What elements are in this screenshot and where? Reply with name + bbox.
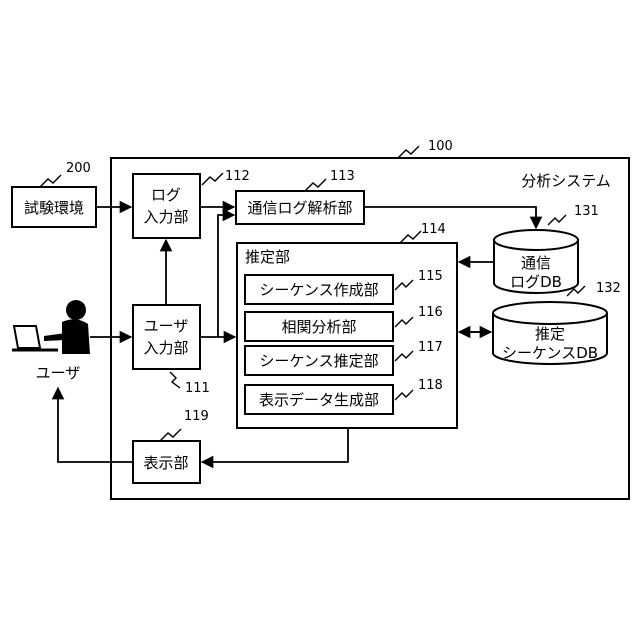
estimation-label: 推定部	[245, 248, 290, 266]
comm-log-db-label-1: 通信	[521, 254, 551, 272]
user-label: ユーザ	[36, 364, 81, 382]
ref-114: 114	[421, 222, 446, 237]
user-icon	[12, 300, 90, 354]
ref-112: 112	[225, 169, 250, 184]
ref-200: 200	[66, 161, 91, 176]
user-input-label-1: ユーザ	[144, 317, 189, 335]
ref-131: 131	[574, 204, 599, 219]
ref-leader-200	[40, 175, 61, 187]
sequence-creation-label: シーケンス作成部	[259, 281, 378, 299]
ref-116: 116	[418, 305, 443, 320]
display-label: 表示部	[143, 454, 188, 472]
log-input-label-2: 入力部	[143, 208, 188, 226]
display-data-label: 表示データ生成部	[259, 391, 379, 409]
ref-100: 100	[428, 139, 453, 154]
ref-111: 111	[185, 381, 210, 396]
comm-log-analysis-label: 通信ログ解析部	[247, 199, 352, 217]
sequence-db-label-2: シーケンスDB	[502, 344, 598, 362]
ref-113: 113	[330, 169, 355, 184]
correlation-label: 相関分析部	[281, 318, 356, 336]
comm-log-db-label-2: ログDB	[510, 273, 562, 291]
sequence-estimation-label: シーケンス推定部	[259, 352, 378, 370]
user-input-box	[133, 305, 200, 369]
ref-118: 118	[418, 378, 443, 393]
ref-119: 119	[184, 409, 209, 424]
test-environment-label: 試験環境	[24, 199, 84, 217]
ref-115: 115	[418, 269, 443, 284]
ref-117: 117	[418, 340, 443, 355]
ref-leader-100	[398, 146, 419, 158]
sequence-db-label-1: 推定	[535, 325, 565, 343]
ref-132: 132	[596, 281, 621, 296]
system-title: 分析システム	[521, 172, 611, 190]
log-input-label-1: ログ	[151, 186, 181, 204]
log-input-box	[133, 174, 200, 238]
user-input-label-2: 入力部	[143, 339, 188, 357]
